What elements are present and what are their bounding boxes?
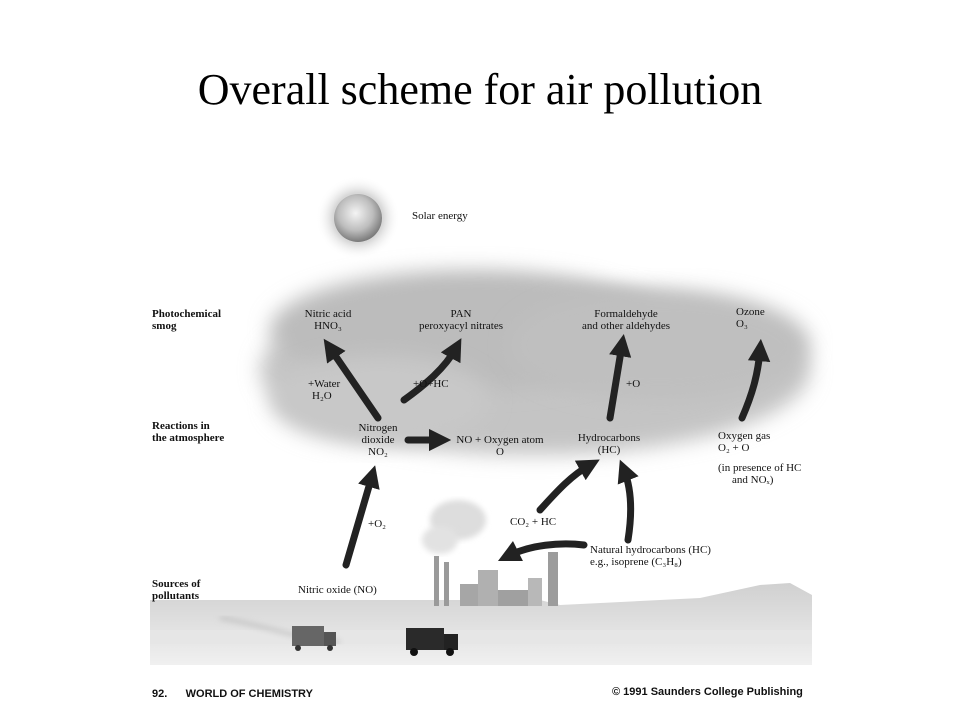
arrow-natural-to-factory (497, 540, 588, 562)
arrow-oxygen-to-ozone (738, 338, 771, 422)
arrow-no-to-no2 (342, 465, 380, 569)
arrow-no2-to-pan (400, 338, 462, 404)
arrow-natural-to-hc (617, 459, 639, 544)
label-natural-hydrocarbons: Natural hydrocarbons (HC) e.g., isoprene… (590, 544, 711, 568)
arrow-hc-to-formaldehyde (606, 333, 632, 422)
smog-cloud (260, 270, 810, 455)
footer-source-left: 92. WORLD OF CHEMISTRY (152, 688, 313, 700)
label-plus-o2: +O₂ (368, 518, 386, 530)
side-label-reactions: Reactions in the atmosphere (152, 420, 225, 444)
label-plus-o: +O (626, 378, 641, 390)
arrow-no2-to-nitric-acid (323, 338, 382, 422)
label-hydrocarbons: Hydrocarbons (HC) (577, 432, 641, 456)
truck-icon-left (292, 626, 336, 651)
page-title: Overall scheme for air pollution (197, 65, 763, 114)
label-nitric-oxide: Nitric oxide (NO) (298, 584, 377, 596)
label-oxygen-gas: Oxygen gas O₂ + O (718, 430, 771, 454)
label-co2-hc: CO₂ + HC (510, 516, 557, 528)
footer-copyright: © 1991 Saunders College Publishing (612, 686, 803, 698)
label-presence-hc-nox: (in presence of HC and NOₓ) (718, 462, 802, 486)
factory-icon (422, 500, 558, 606)
label-pan: PAN peroxyacyl nitrates (419, 308, 503, 332)
label-no-oxygen-atom: NO + Oxygen atom O (456, 434, 544, 458)
sun-icon (316, 176, 400, 260)
label-nitric-acid: Nitric acid HNO₃ (304, 308, 352, 332)
arrow-co2-to-hc (536, 459, 600, 514)
label-nitrogen-dioxide: Nitrogen dioxide NO₂ (358, 422, 398, 458)
label-solar-energy: Solar energy (412, 210, 468, 222)
label-ozone: Ozone O₃ (736, 306, 765, 330)
truck-icon-right (406, 628, 458, 656)
side-label-sources: Sources of pollutants (152, 578, 201, 602)
label-formaldehyde: Formaldehyde and other aldehydes (582, 308, 670, 332)
side-label-photochemical-smog: Photochemical smog (152, 308, 222, 332)
label-water: +Water H₂O (308, 378, 341, 402)
label-o-hc: +O+HC (413, 378, 449, 390)
